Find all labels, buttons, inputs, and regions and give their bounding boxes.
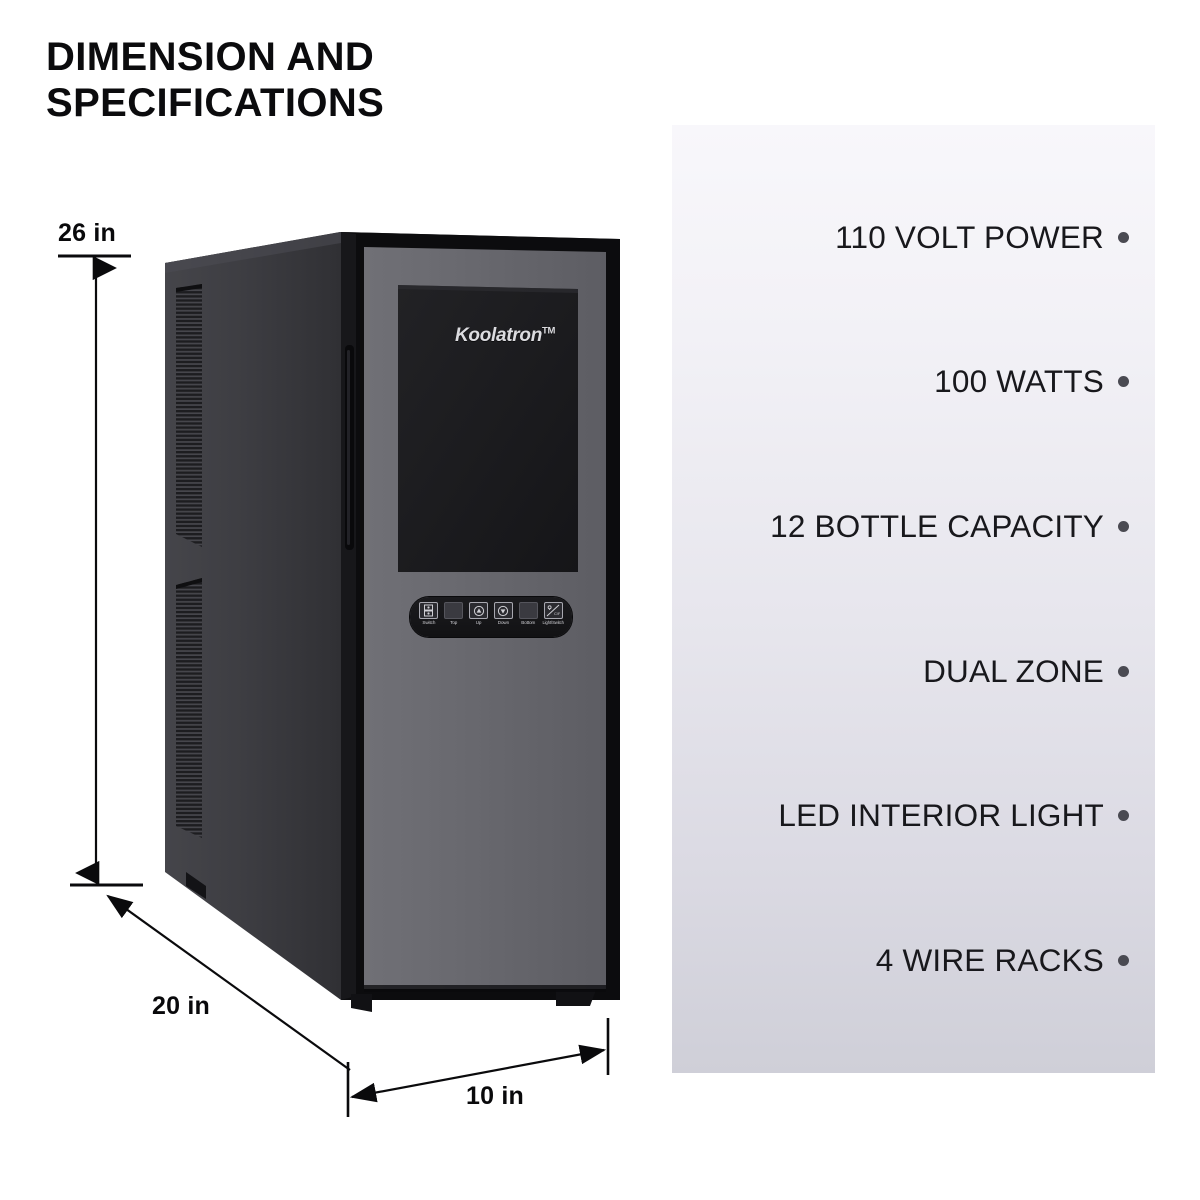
spec-item-bottle-capacity: 12 BOTTLE CAPACITY	[672, 508, 1129, 545]
control-switch[interactable]: Switch	[418, 602, 440, 626]
arrow-up-icon[interactable]	[469, 602, 489, 619]
glass-window	[398, 285, 578, 572]
bullet-dot-icon	[1118, 810, 1129, 822]
top-temperature-display	[444, 602, 464, 619]
control-up-label: Up	[475, 620, 482, 626]
spec-label-bottle-capacity: 12 BOTTLE CAPACITY	[770, 508, 1104, 545]
control-top-label: Top	[450, 620, 458, 626]
control-light-switch-label: Light/Switch	[542, 620, 564, 626]
vent-grille-upper	[176, 284, 202, 547]
spec-label-led-light: LED INTERIOR LIGHT	[778, 797, 1104, 834]
spec-item-led-light: LED INTERIOR LIGHT	[672, 797, 1129, 834]
vent-grille-lower	[176, 578, 202, 838]
control-down[interactable]: Down	[493, 602, 515, 626]
control-down-label: Down	[497, 620, 510, 626]
light-celsius-fahrenheit-icon[interactable]: C/F	[543, 602, 563, 619]
dual-zone-switch-icon[interactable]	[419, 602, 439, 619]
brand-logo-text: Koolatron	[455, 325, 543, 346]
bullet-dot-icon	[1118, 521, 1129, 533]
arrow-up-glyph	[473, 605, 484, 616]
cabinet-foot-left	[351, 994, 372, 1012]
control-light-switch[interactable]: C/F Light/Switch	[542, 602, 564, 626]
brand-logo: KoolatronTM	[455, 325, 555, 347]
spec-label-volt-power: 110 VOLT POWER	[835, 218, 1104, 255]
control-switch-label: Switch	[422, 620, 436, 626]
specifications-list: 110 VOLT POWER 100 WATTS 12 BOTTLE CAPAC…	[672, 125, 1155, 1073]
svg-text:C/F: C/F	[554, 611, 560, 616]
dual-zone-switch-glyph	[424, 604, 434, 617]
spec-label-wire-racks: 4 WIRE RACKS	[875, 942, 1104, 979]
specifications-panel: 110 VOLT POWER 100 WATTS 12 BOTTLE CAPAC…	[672, 125, 1155, 1073]
cabinet-side-panel	[165, 232, 341, 1000]
product-body-graphic	[165, 232, 620, 1012]
bullet-dot-icon	[1118, 665, 1129, 677]
depth-dimension-label: 20 in	[152, 992, 210, 1020]
page-title: DIMENSION AND SPECIFICATIONS	[46, 34, 606, 127]
control-panel[interactable]: Switch Top Up	[410, 597, 572, 637]
bullet-dot-icon	[1118, 376, 1129, 388]
bullet-dot-icon	[1118, 955, 1129, 967]
spec-item-dual-zone: DUAL ZONE	[672, 653, 1129, 690]
control-top[interactable]: Top	[443, 602, 465, 626]
cabinet-foot-right	[556, 990, 596, 1006]
spec-label-dual-zone: DUAL ZONE	[923, 652, 1104, 689]
bottom-temperature-display	[518, 602, 538, 619]
page-title-line-1: DIMENSION AND	[46, 35, 375, 79]
cabinet-foot-rear	[186, 872, 206, 899]
light-cf-glyph: C/F	[546, 604, 560, 617]
width-dimension-label: 10 in	[466, 1082, 524, 1110]
control-up[interactable]: Up	[468, 602, 490, 626]
bullet-dot-icon	[1118, 231, 1129, 243]
product-illustration: KoolatronTM Switch	[165, 232, 620, 1012]
trademark-symbol: TM	[542, 325, 556, 337]
spec-item-volt-power: 110 VOLT POWER	[672, 219, 1129, 256]
spec-item-wire-racks: 4 WIRE RACKS	[672, 942, 1129, 979]
spec-label-watts: 100 WATTS	[934, 363, 1104, 400]
height-dimension-label: 26 in	[58, 219, 116, 247]
arrow-down-glyph	[498, 605, 509, 616]
arrow-down-icon[interactable]	[493, 602, 513, 619]
spec-item-watts: 100 WATTS	[672, 363, 1129, 400]
control-bottom-label: Bottom	[521, 620, 536, 626]
control-bottom[interactable]: Bottom	[517, 602, 539, 626]
page-title-line-2: SPECIFICATIONS	[46, 81, 385, 126]
